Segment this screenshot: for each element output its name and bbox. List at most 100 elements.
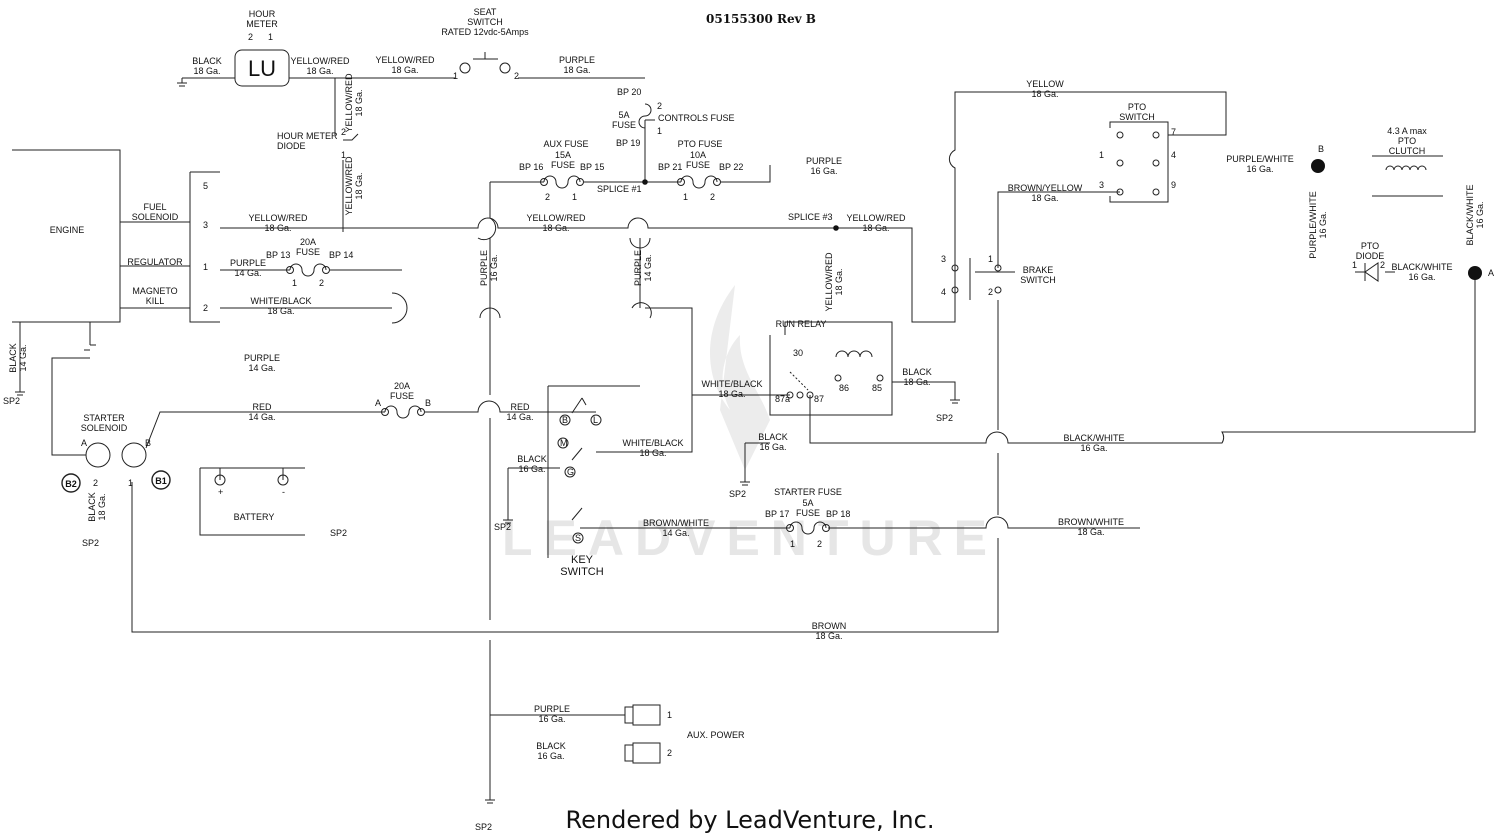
key-s-label: S <box>575 533 581 543</box>
run-relay-label: RUN RELAY <box>776 319 827 329</box>
ground-left: SP2 <box>3 396 20 406</box>
pto-clutch-terminal-b <box>1311 159 1325 173</box>
pto-fuse-label: PTO FUSE <box>678 139 723 149</box>
ground-relay-black: SP2 <box>729 489 746 499</box>
engine-pin-3: 3 <box>203 220 208 230</box>
bp14-pin-2: 2 <box>319 278 324 288</box>
pto-diode-symbol <box>1364 262 1379 282</box>
pto-clutch-terminal-a <box>1468 266 1482 280</box>
pto-diode-pin-2: 2 <box>1380 260 1385 270</box>
engine-pin-5: 5 <box>203 181 208 191</box>
bp16-label: BP 16 <box>519 162 543 172</box>
splice-1-label: SPLICE #1 <box>597 184 642 194</box>
solenoid-b: B <box>145 438 151 448</box>
brake-pin-2: 2 <box>988 287 993 297</box>
bp15-pin-1: 1 <box>572 192 577 202</box>
bp17-label: BP 17 <box>765 509 789 519</box>
terminal-b1: B1 <box>155 476 167 486</box>
bp19-label: BP 19 <box>616 138 640 148</box>
pto-pin-3: 3 <box>1099 180 1104 190</box>
pto-diode-pin-1: 1 <box>1352 260 1357 270</box>
bp22-pin-2: 2 <box>710 192 715 202</box>
bp20-label: BP 20 <box>617 87 641 97</box>
document-title: 05155300 Rev B <box>706 12 816 26</box>
aux-fuse-label: AUX FUSE <box>543 139 588 149</box>
diode-pin-2: 2 <box>341 127 346 137</box>
pto-pin-4: 4 <box>1171 150 1176 160</box>
wire-yellow-red-vert-2: YELLOW/RED18 Ga. <box>344 156 364 216</box>
relay-pin-87a: 87a <box>775 394 790 404</box>
pto-switch-contacts <box>1116 131 1160 196</box>
aux-power-pin-2: 2 <box>667 748 672 758</box>
wire-yellow-red-vert-3: YELLOW/RED18 Ga. <box>824 252 844 312</box>
wire-purple-white-16-vert: PURPLE/WHITE16 Ga. <box>1308 191 1328 259</box>
wire-black-14-vert: BLACK14 Ga. <box>8 343 28 373</box>
terminal-b2: B2 <box>65 479 77 489</box>
aux-power-label: AUX. POWER <box>687 730 745 740</box>
key-m-label: M <box>560 438 568 448</box>
solenoid-a: A <box>81 438 87 448</box>
ground-solenoid: SP2 <box>82 538 99 548</box>
key-l-label: L <box>593 415 598 425</box>
footer-credit: Rendered by LeadVenture, Inc. <box>566 806 935 834</box>
bp13-label: BP 13 <box>266 250 290 260</box>
bp13-pin-1: 1 <box>292 278 297 288</box>
battery-label: BATTERY <box>234 512 275 522</box>
watermark: LEADVENTURE <box>502 285 987 566</box>
ground-relay: SP2 <box>936 413 953 423</box>
solenoid-pin-1: 1 <box>128 478 133 488</box>
controls-fuse-label: CONTROLS FUSE <box>658 113 735 123</box>
engine-pin-1: 1 <box>203 262 208 272</box>
wire-yellow-red-vert-1: YELLOW/RED18 Ga. <box>344 73 364 133</box>
run-relay-internals <box>786 350 884 399</box>
wire-purple-14-vert: PURPLE14 Ga. <box>633 250 653 286</box>
wires <box>12 77 1476 804</box>
wire-purple-16-vert: PURPLE16 Ga. <box>479 250 499 286</box>
bp18-label: BP 18 <box>826 509 850 519</box>
fuse-red-a: A <box>375 398 381 408</box>
hour-meter-pin-1: 1 <box>268 32 273 42</box>
ground-battery: SP2 <box>330 528 347 538</box>
splice-3-label: SPLICE #3 <box>788 212 833 222</box>
solenoid-pin-2: 2 <box>93 478 98 488</box>
brake-pin-1: 1 <box>988 254 993 264</box>
seat-switch-pin-1: 1 <box>453 71 458 81</box>
pto-clutch-coil <box>1385 165 1427 171</box>
pto-clutch-a-label: A <box>1488 268 1494 278</box>
battery-plus: + <box>218 487 223 497</box>
ground-key: SP2 <box>494 522 511 532</box>
battery-minus: - <box>282 487 285 497</box>
bp21-pin-1: 1 <box>683 192 688 202</box>
bp16-pin-2: 2 <box>545 192 550 202</box>
splice-3-dot <box>833 225 839 231</box>
seat-switch-pin-2: 2 <box>514 71 519 81</box>
diode-pin-1: 1 <box>341 150 346 160</box>
hour-meter-glyph: LU <box>248 56 276 81</box>
starter-fuse-label: STARTER FUSE <box>774 487 842 497</box>
hour-meter-symbol: LU <box>234 49 290 87</box>
